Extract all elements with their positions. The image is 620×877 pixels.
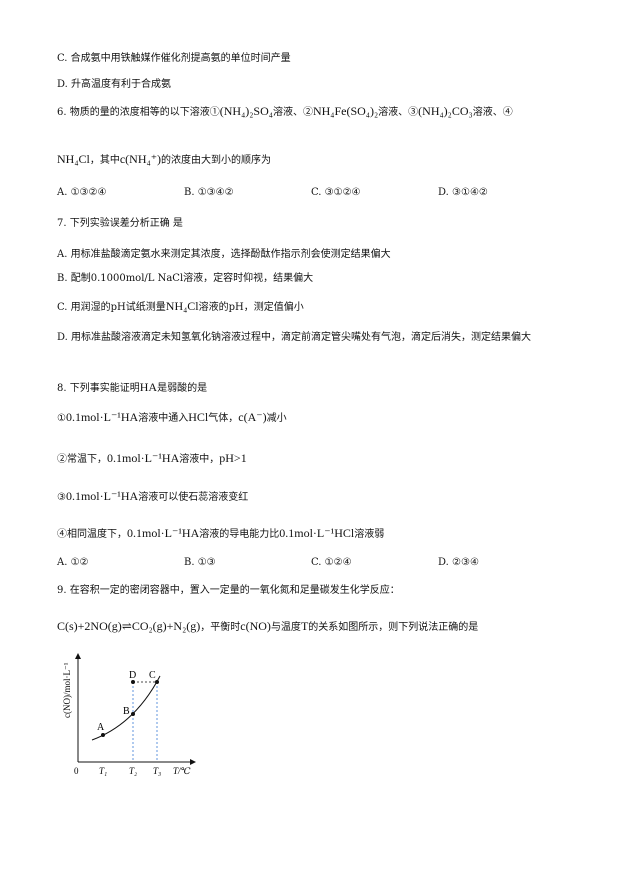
q7-option-c[interactable]: C. 用润湿的pH试纸测量NH₄Cl溶液的pH，测定值偏小 bbox=[57, 299, 304, 315]
q8-statement-3: ③0.1mol·L⁻¹HA溶液可以使石蕊溶液变红 bbox=[57, 489, 248, 505]
q8-s4-formula2: 0.1mol·L⁻¹HCl bbox=[279, 526, 355, 540]
q8-s1-mid2: 气体， bbox=[208, 413, 239, 424]
q8-s4-mid: 溶液的导电能力比 bbox=[199, 529, 280, 540]
origin-label: 0 bbox=[74, 766, 79, 776]
tick-t2: T₂ bbox=[129, 766, 137, 776]
q6-option-d[interactable]: D. ③①④② bbox=[438, 187, 488, 198]
q9-equation: C(s)+2NO(g)⇌CO₂(g)+N₂(g) bbox=[57, 619, 201, 633]
q8-s1-formula: 0.1mol·L⁻¹HA bbox=[65, 410, 139, 424]
q8-s2-prefix: ②常温下， bbox=[57, 454, 107, 465]
q8-option-c[interactable]: C. ①②④ bbox=[311, 557, 352, 568]
q6-formula-1: (NH₄)₂SO₄ bbox=[219, 104, 273, 118]
q7-stem: 7. 下列实验误差分析正确 是 bbox=[57, 218, 183, 229]
tick-t3: T₃ bbox=[153, 766, 161, 776]
q8-s4-suffix: 溶液弱 bbox=[354, 529, 385, 540]
q6-text-1: 溶液、② bbox=[272, 107, 313, 118]
q8-s1-num: ① bbox=[57, 413, 66, 424]
q9-eq-formula2: T bbox=[300, 619, 309, 633]
q8-option-d[interactable]: D. ②③④ bbox=[438, 557, 479, 568]
q6-options: A. ①③②④ B. ①③④② C. ③①②④ D. ③①④② bbox=[57, 187, 577, 201]
q6-option-c[interactable]: C. ③①②④ bbox=[311, 187, 361, 198]
q8-s2-formula2: pH>1 bbox=[219, 451, 247, 465]
q8-s3-suffix: 溶液可以使石蕊溶液变红 bbox=[138, 492, 249, 503]
q8-option-b[interactable]: B. ①③ bbox=[184, 557, 216, 568]
q8-stem: 8. 下列事实能证明HA是弱酸的是 bbox=[57, 380, 207, 396]
q7-option-a[interactable]: A. 用标准盐酸滴定氨水来测定其浓度，选择酚酞作指示剂会使测定结果偏大 bbox=[57, 249, 391, 260]
x-axis-label: T/℃ bbox=[173, 766, 192, 776]
q8-option-a[interactable]: A. ①② bbox=[57, 557, 89, 568]
q8-statement-4: ④相同温度下，0.1mol·L⁻¹HA溶液的导电能力比0.1mol·L⁻¹HCl… bbox=[57, 526, 384, 542]
q6-formula-3: (NH₄)₂CO₃ bbox=[418, 104, 473, 118]
q6-option-a[interactable]: A. ①③②④ bbox=[57, 187, 107, 198]
q9-eq-formula: c(NO) bbox=[240, 619, 271, 633]
q6-text-2: 溶液、③ bbox=[378, 107, 419, 118]
q8-statement-2: ②常温下，0.1mol·L⁻¹HA溶液中，pH>1 bbox=[57, 451, 247, 467]
option-c-previous: C. 合成氨中用铁触媒作催化剂提高氨的单位时间产量 bbox=[57, 53, 291, 64]
q8-s1-formula2: HCl bbox=[188, 410, 209, 424]
q8-s1-formula3: c(A⁻) bbox=[238, 410, 267, 424]
q8-stem-suffix: 是弱酸的是 bbox=[157, 383, 208, 394]
q8-s2-formula: 0.1mol·L⁻¹HA bbox=[107, 451, 180, 465]
label-c: C bbox=[149, 670, 156, 681]
label-d: D bbox=[129, 670, 136, 681]
q6-stem: 6. 物质的量的浓度相等的以下溶液①(NH₄)₂SO₄溶液、②NH₄Fe(SO₄… bbox=[57, 104, 513, 120]
point-c bbox=[155, 680, 159, 684]
option-d-previous: D. 升高温度有利于合成氨 bbox=[57, 79, 172, 90]
q8-s1-mid: 溶液中通入 bbox=[138, 413, 189, 424]
q7-c-formula: NH₄Cl bbox=[165, 299, 199, 313]
q6-formula-4: NH₄Cl bbox=[57, 152, 90, 166]
label-a: A bbox=[97, 722, 105, 733]
q8-s1-end: 减小 bbox=[266, 413, 287, 424]
q6-formula-2: NH₄Fe(SO₄)₂ bbox=[312, 104, 379, 118]
q9-equation-line: C(s)+2NO(g)⇌CO₂(g)+N₂(g)，平衡时c(NO)与温度T的关系… bbox=[57, 619, 478, 635]
point-b bbox=[131, 712, 135, 716]
q8-s3-num: ③ bbox=[57, 492, 66, 503]
y-axis-label: c(NO)/mol·L⁻¹ bbox=[62, 662, 72, 718]
q9-eq-suffix: 的关系如图所示，则下列说法正确的是 bbox=[308, 622, 479, 633]
q8-s4-prefix: ④相同温度下， bbox=[57, 529, 127, 540]
q7-option-b[interactable]: B. 配制0.1000mol/L NaCl溶液，定容时仰视，结果偏大 bbox=[57, 273, 314, 284]
equilibrium-curve bbox=[91, 675, 161, 741]
q6-text-4: ，其中 bbox=[89, 155, 120, 166]
q8-stem-formula: HA bbox=[139, 380, 158, 394]
label-b: B bbox=[123, 706, 130, 717]
q9-eq-mid2: 与温度 bbox=[270, 622, 301, 633]
cno-temperature-graph: c(NO)/mol·L⁻¹ A B C D 0 T₁ T₂ T₃ T/℃ bbox=[62, 653, 196, 776]
q8-s3-formula: 0.1mol·L⁻¹HA bbox=[65, 489, 139, 503]
tick-t1: T₁ bbox=[99, 766, 107, 776]
q6-stem-cont: NH₄Cl，其中c(NH₄⁺)的浓度由大到小的顺序为 bbox=[57, 152, 271, 168]
q8-options: A. ①② B. ①③ C. ①②④ D. ②③④ bbox=[57, 557, 577, 571]
q6-option-b[interactable]: B. ①③④② bbox=[184, 187, 234, 198]
q7-option-d[interactable]: D. 用标准盐酸溶液滴定未知氢氧化钠溶液过程中，滴定前滴定管尖嘴处有气泡，滴定后… bbox=[57, 332, 532, 343]
q6-text-3: 溶液、④ bbox=[472, 107, 513, 118]
q6-formula-5: c(NH₄⁺) bbox=[119, 152, 162, 166]
q8-s2-mid: 溶液中， bbox=[179, 454, 220, 465]
point-a bbox=[101, 733, 105, 737]
point-d bbox=[131, 680, 135, 684]
q9-eq-mid: ，平衡时 bbox=[200, 622, 241, 633]
q7-c-suffix: 溶液的pH，测定值偏小 bbox=[198, 302, 304, 313]
q7-c-prefix: C. 用润湿的pH试纸测量 bbox=[57, 302, 166, 313]
q8-s4-formula: 0.1mol·L⁻¹HA bbox=[127, 526, 200, 540]
q8-stem-prefix: 8. 下列事实能证明 bbox=[57, 383, 140, 394]
q6-text-5: 的浓度由大到小的顺序为 bbox=[161, 155, 272, 166]
q6-prefix: 6. 物质的量的浓度相等的以下溶液① bbox=[57, 107, 220, 118]
q9-stem: 9. 在容积一定的密闭容器中，置入一定量的一氧化氮和足量碳发生化学反应： bbox=[57, 585, 400, 596]
q8-statement-1: ①0.1mol·L⁻¹HA溶液中通入HCl气体，c(A⁻)减小 bbox=[57, 410, 287, 426]
